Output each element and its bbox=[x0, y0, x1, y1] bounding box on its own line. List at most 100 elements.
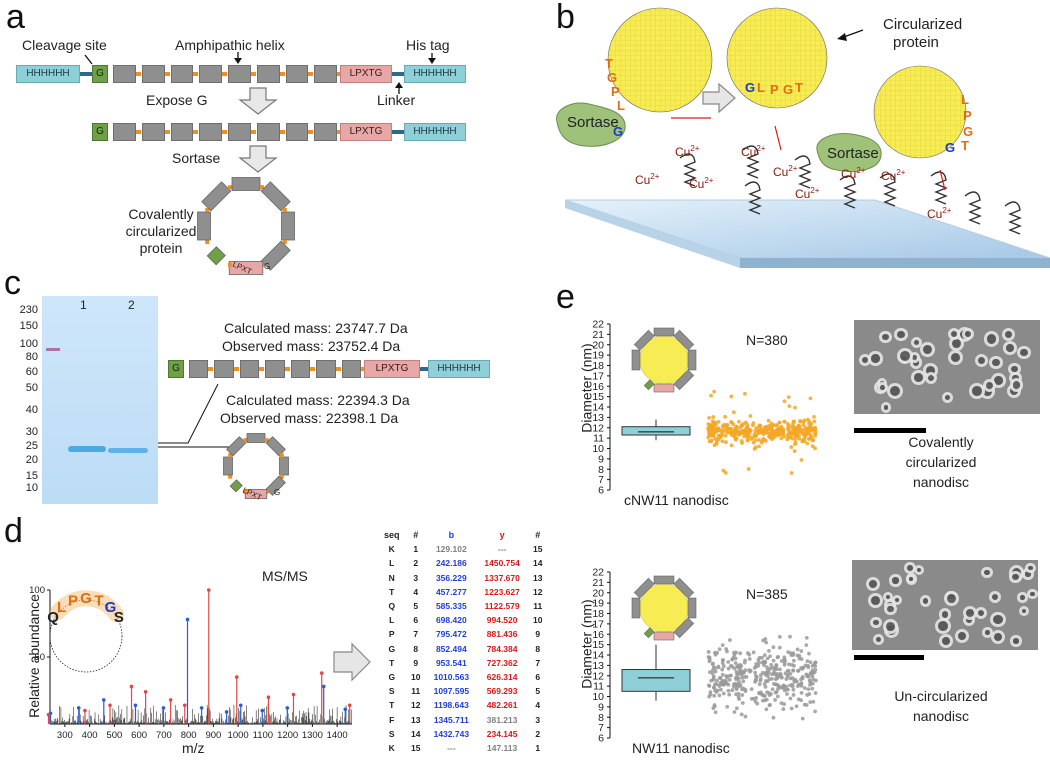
scatter-point bbox=[782, 419, 787, 424]
ms-peak-marker-b3 bbox=[101, 698, 106, 702]
scatter-point bbox=[806, 665, 811, 670]
em-particle bbox=[1017, 592, 1028, 603]
cu-tether bbox=[839, 175, 857, 209]
scatter-point bbox=[770, 687, 775, 692]
em-particle bbox=[892, 595, 903, 606]
scatter-point bbox=[793, 677, 797, 682]
y-ion-cell: 784.384 bbox=[486, 643, 518, 654]
b-ion-cell: --- bbox=[447, 742, 456, 753]
scatter-point bbox=[736, 676, 740, 680]
y-ion-cell: 626.314 bbox=[486, 671, 518, 682]
scatter-point bbox=[813, 426, 818, 430]
scatter-point bbox=[762, 681, 767, 686]
scatter-point bbox=[706, 655, 711, 659]
scatter-point bbox=[706, 650, 711, 654]
c-linker-2 bbox=[392, 130, 404, 134]
ms-x-tick-label: 600 bbox=[131, 730, 147, 741]
calc-mass-1: Calculated mass: 23747.7 Da bbox=[224, 320, 408, 336]
b-index-cell: 2 bbox=[413, 558, 419, 569]
helix-connector bbox=[222, 72, 227, 76]
scatter-point bbox=[801, 665, 805, 670]
ms-motif-letter: S bbox=[114, 609, 124, 626]
scatter-point bbox=[811, 677, 816, 682]
seq-cell: S bbox=[388, 728, 395, 739]
seq-cell: L bbox=[389, 615, 395, 626]
helix-segment bbox=[199, 123, 222, 141]
ring-connector bbox=[228, 474, 233, 479]
scatter-point bbox=[762, 425, 767, 430]
y-index-cell: 15 bbox=[533, 544, 543, 555]
b-ion-cell: 585.335 bbox=[435, 601, 467, 612]
scatter-point bbox=[760, 698, 765, 703]
ladder-label: 100 bbox=[19, 338, 38, 350]
helix-connector bbox=[308, 130, 314, 134]
seq-cell: S bbox=[388, 686, 395, 697]
scatter-point bbox=[777, 635, 782, 639]
scatter-point bbox=[764, 707, 769, 712]
disc-2 bbox=[726, 7, 828, 109]
motif-letter: L bbox=[757, 80, 765, 95]
scatter-point bbox=[734, 424, 739, 429]
scatter-point bbox=[711, 706, 716, 710]
seq-cell: G bbox=[388, 643, 396, 654]
box-y-tick-label: 22 bbox=[592, 567, 604, 579]
scatter-point bbox=[766, 418, 771, 423]
scatter-point bbox=[765, 656, 770, 661]
ladder-label: 230 bbox=[19, 304, 38, 316]
scatter-point bbox=[739, 712, 744, 717]
b-ion-cell: 953.541 bbox=[435, 657, 467, 668]
helix-segment bbox=[189, 360, 209, 378]
em-particle bbox=[1009, 378, 1024, 392]
scatter-point bbox=[738, 425, 743, 430]
scatter-point bbox=[742, 428, 747, 433]
ring-helix-segment bbox=[197, 211, 211, 241]
box-y-tick-label: 11 bbox=[593, 433, 604, 445]
disc-1 bbox=[607, 7, 713, 113]
em-particle bbox=[866, 576, 881, 591]
scatter-point bbox=[737, 679, 742, 684]
em-particle bbox=[1018, 605, 1030, 617]
box-y-tick-label: 15 bbox=[592, 391, 604, 403]
scatter-point bbox=[782, 399, 787, 404]
scatter-point bbox=[769, 424, 774, 429]
xlabel-bottom: NW11 nanodisc bbox=[632, 740, 730, 756]
mini-ring-segment bbox=[633, 329, 655, 351]
ms-ylabel: Relative abundance bbox=[25, 594, 42, 718]
motif-letter: P bbox=[611, 84, 620, 99]
scatter-point bbox=[788, 634, 792, 639]
scatter-point bbox=[735, 671, 740, 676]
ladder-label: 15 bbox=[25, 470, 38, 482]
scatter-point bbox=[711, 677, 716, 682]
seq-cell: T bbox=[389, 657, 395, 668]
em-particle bbox=[868, 593, 884, 609]
helix-connector bbox=[308, 72, 314, 76]
em-particle bbox=[1003, 341, 1017, 355]
scatter-point bbox=[793, 437, 797, 442]
em-particle bbox=[884, 602, 897, 616]
em-particle bbox=[1001, 328, 1015, 342]
ladder-label: 30 bbox=[25, 426, 38, 438]
y-ion-cell: --- bbox=[497, 544, 507, 555]
box-y-tick-label: 8 bbox=[598, 464, 604, 476]
scatter-point bbox=[799, 683, 804, 688]
scatter-point bbox=[799, 649, 804, 653]
scatter-point bbox=[808, 671, 813, 676]
mini-ring-segment bbox=[673, 369, 695, 391]
em-particle bbox=[889, 574, 902, 587]
helix-connector bbox=[164, 72, 170, 76]
scatter-point bbox=[734, 687, 739, 692]
em-particle bbox=[954, 628, 969, 643]
mini-nanodisc bbox=[631, 575, 697, 641]
scatter-point bbox=[765, 674, 770, 679]
b-index-cell: 6 bbox=[413, 615, 419, 626]
scatter-point bbox=[754, 675, 759, 680]
ms-x-tick-label: 700 bbox=[156, 730, 172, 741]
scatter-point bbox=[785, 432, 790, 437]
scatter-point bbox=[749, 696, 754, 701]
scatter-point bbox=[713, 710, 718, 715]
scatter-point bbox=[761, 432, 766, 437]
ring-connector bbox=[227, 185, 232, 190]
